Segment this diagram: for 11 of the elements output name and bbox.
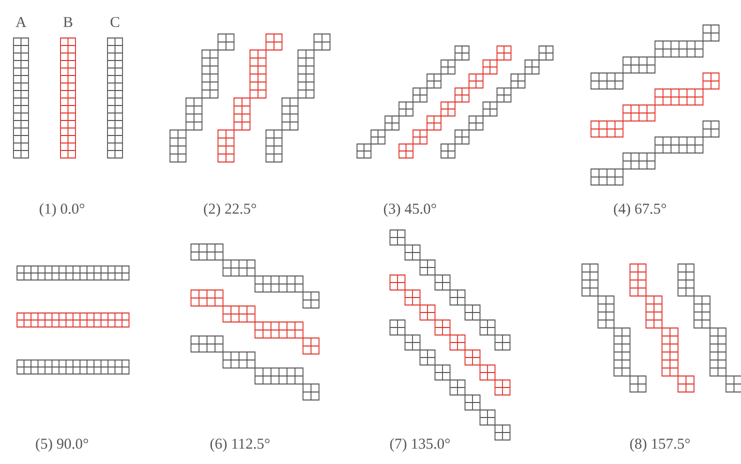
panel-caption: (7) 135.0° [390,438,450,452]
panel-caption: (2) 22.5° [204,203,256,217]
panel-caption: (1) 0.0° [40,203,84,217]
panel-caption: (5) 90.0° [36,438,88,452]
column-letter: B [63,17,72,27]
column-letter: C [110,16,120,28]
panel-caption: (3) 45.0° [384,203,436,217]
panel-caption: (8) 157.5° [630,438,690,452]
panel-caption: (6) 112.5° [210,438,270,452]
panel-caption: (4) 67.5° [614,203,666,217]
column-letter: A [16,17,26,27]
